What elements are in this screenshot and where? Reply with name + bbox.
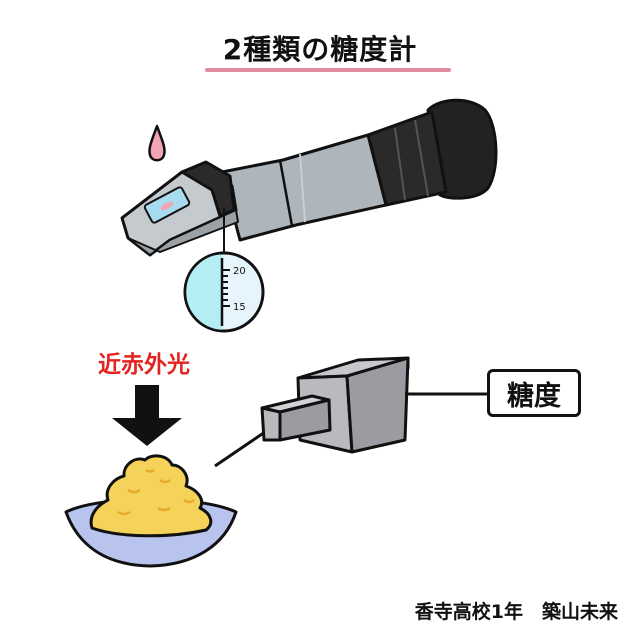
- nir-sugar-meter: [214, 356, 489, 468]
- title-underline: [205, 68, 451, 72]
- sample-drop-icon: [148, 124, 166, 162]
- bowl-with-food: [64, 454, 238, 568]
- author-credit: 香寺高校1年 築山未来: [414, 601, 618, 623]
- eyepiece: [426, 98, 498, 200]
- sugar-content-label: 糖度: [507, 380, 561, 412]
- tube: [220, 133, 388, 242]
- food: [89, 454, 213, 538]
- hinge: [180, 160, 236, 218]
- refractometer: [120, 98, 498, 333]
- near-infrared-label: 近赤外光: [98, 352, 190, 378]
- scale-label-15: 15: [233, 302, 246, 313]
- sugar-content-output-box: 糖度: [487, 369, 581, 417]
- page-title: 2種類の糖度計: [222, 33, 418, 66]
- scale-view: [183, 251, 265, 333]
- scale-label-20: 20: [233, 266, 246, 277]
- down-arrow-icon: [112, 385, 182, 446]
